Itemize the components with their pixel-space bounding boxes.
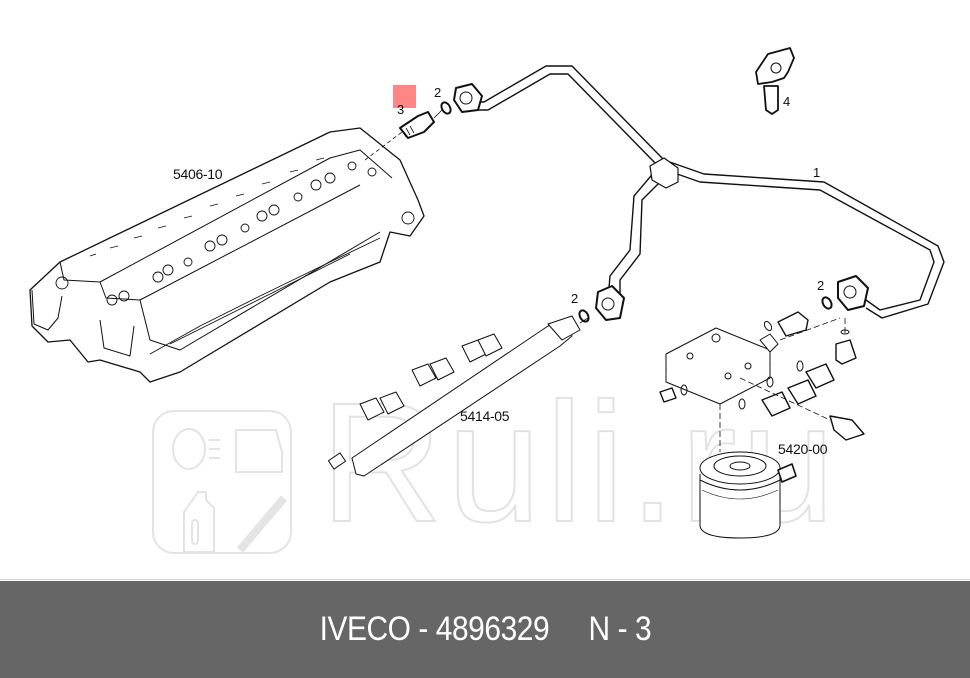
fuel-pipe-1-icon xyxy=(470,65,945,319)
sensor-4-icon xyxy=(755,47,795,115)
fuel-rail-icon xyxy=(327,315,589,477)
o-ring-2-icon xyxy=(578,296,833,323)
selected-part-highlight[interactable] xyxy=(393,85,416,108)
assembly-ref-fuel-filter[interactable]: 5420-00 xyxy=(778,441,828,457)
callout-2[interactable]: 2 xyxy=(817,278,825,293)
assembly-ref-fuel-rail[interactable]: 5414-05 xyxy=(460,408,510,424)
callout-4[interactable]: 4 xyxy=(783,94,791,109)
pressure-sensor-3-icon xyxy=(399,111,435,139)
fuel-filter-icon xyxy=(699,451,797,539)
fitting-icon xyxy=(659,311,865,441)
callout-3[interactable]: 3 xyxy=(397,102,405,117)
callout-2[interactable]: 2 xyxy=(571,291,579,306)
callout-1[interactable]: 1 xyxy=(813,165,821,180)
parts-diagram: Ruli.ru xyxy=(0,47,970,580)
cylinder-head-icon xyxy=(29,127,425,383)
banjo-fitting-icon xyxy=(453,83,869,321)
diagram-drawing xyxy=(29,47,945,539)
assembly-ref-cylinder-head[interactable]: 5406-10 xyxy=(173,166,223,182)
caption-bar: IVECO - 4896329 N - 3 xyxy=(0,581,970,678)
part-caption: IVECO - 4896329 N - 3 xyxy=(319,610,651,648)
filter-head-icon xyxy=(665,327,779,405)
callout-2[interactable]: 2 xyxy=(434,85,442,100)
